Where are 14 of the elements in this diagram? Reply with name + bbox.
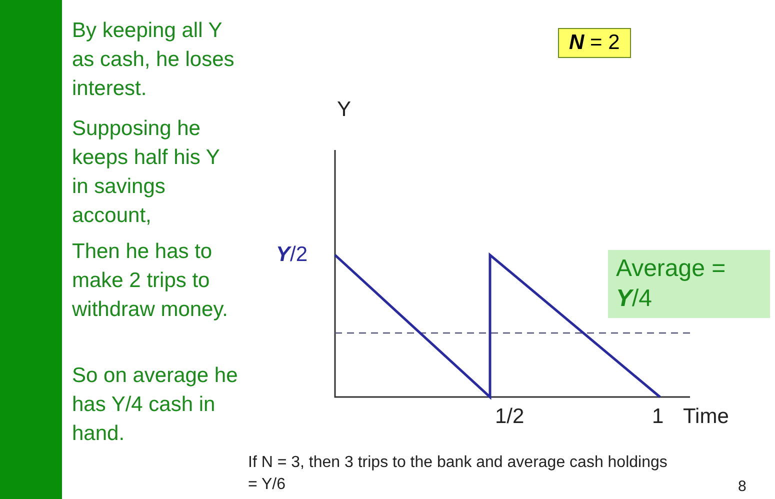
footnote: If N = 3, then 3 trips to the bank and average cash holdings = Y/6 (248, 453, 668, 495)
side-note: Then he has to make 2 trips to withdraw money. (72, 239, 230, 323)
side-note: So on average he has Y/4 cash in hand. (72, 363, 239, 447)
page-number: 8 (738, 478, 746, 495)
axis-title: Time (683, 405, 729, 429)
side-note: By keeping all Y as cash, he loses interest. (72, 18, 236, 102)
tick-label: 1/2 (495, 405, 524, 429)
axis-title: Y (337, 98, 352, 122)
tick-label: 1 (652, 405, 664, 429)
tick-label: Y/2 (276, 243, 308, 267)
case-label: N = 2 (558, 28, 631, 58)
side-bar (0, 0, 62, 499)
side-note: Supposing he keeps half his Y in savings account, (72, 116, 220, 229)
average-label: Average = Y/4 (608, 250, 770, 318)
